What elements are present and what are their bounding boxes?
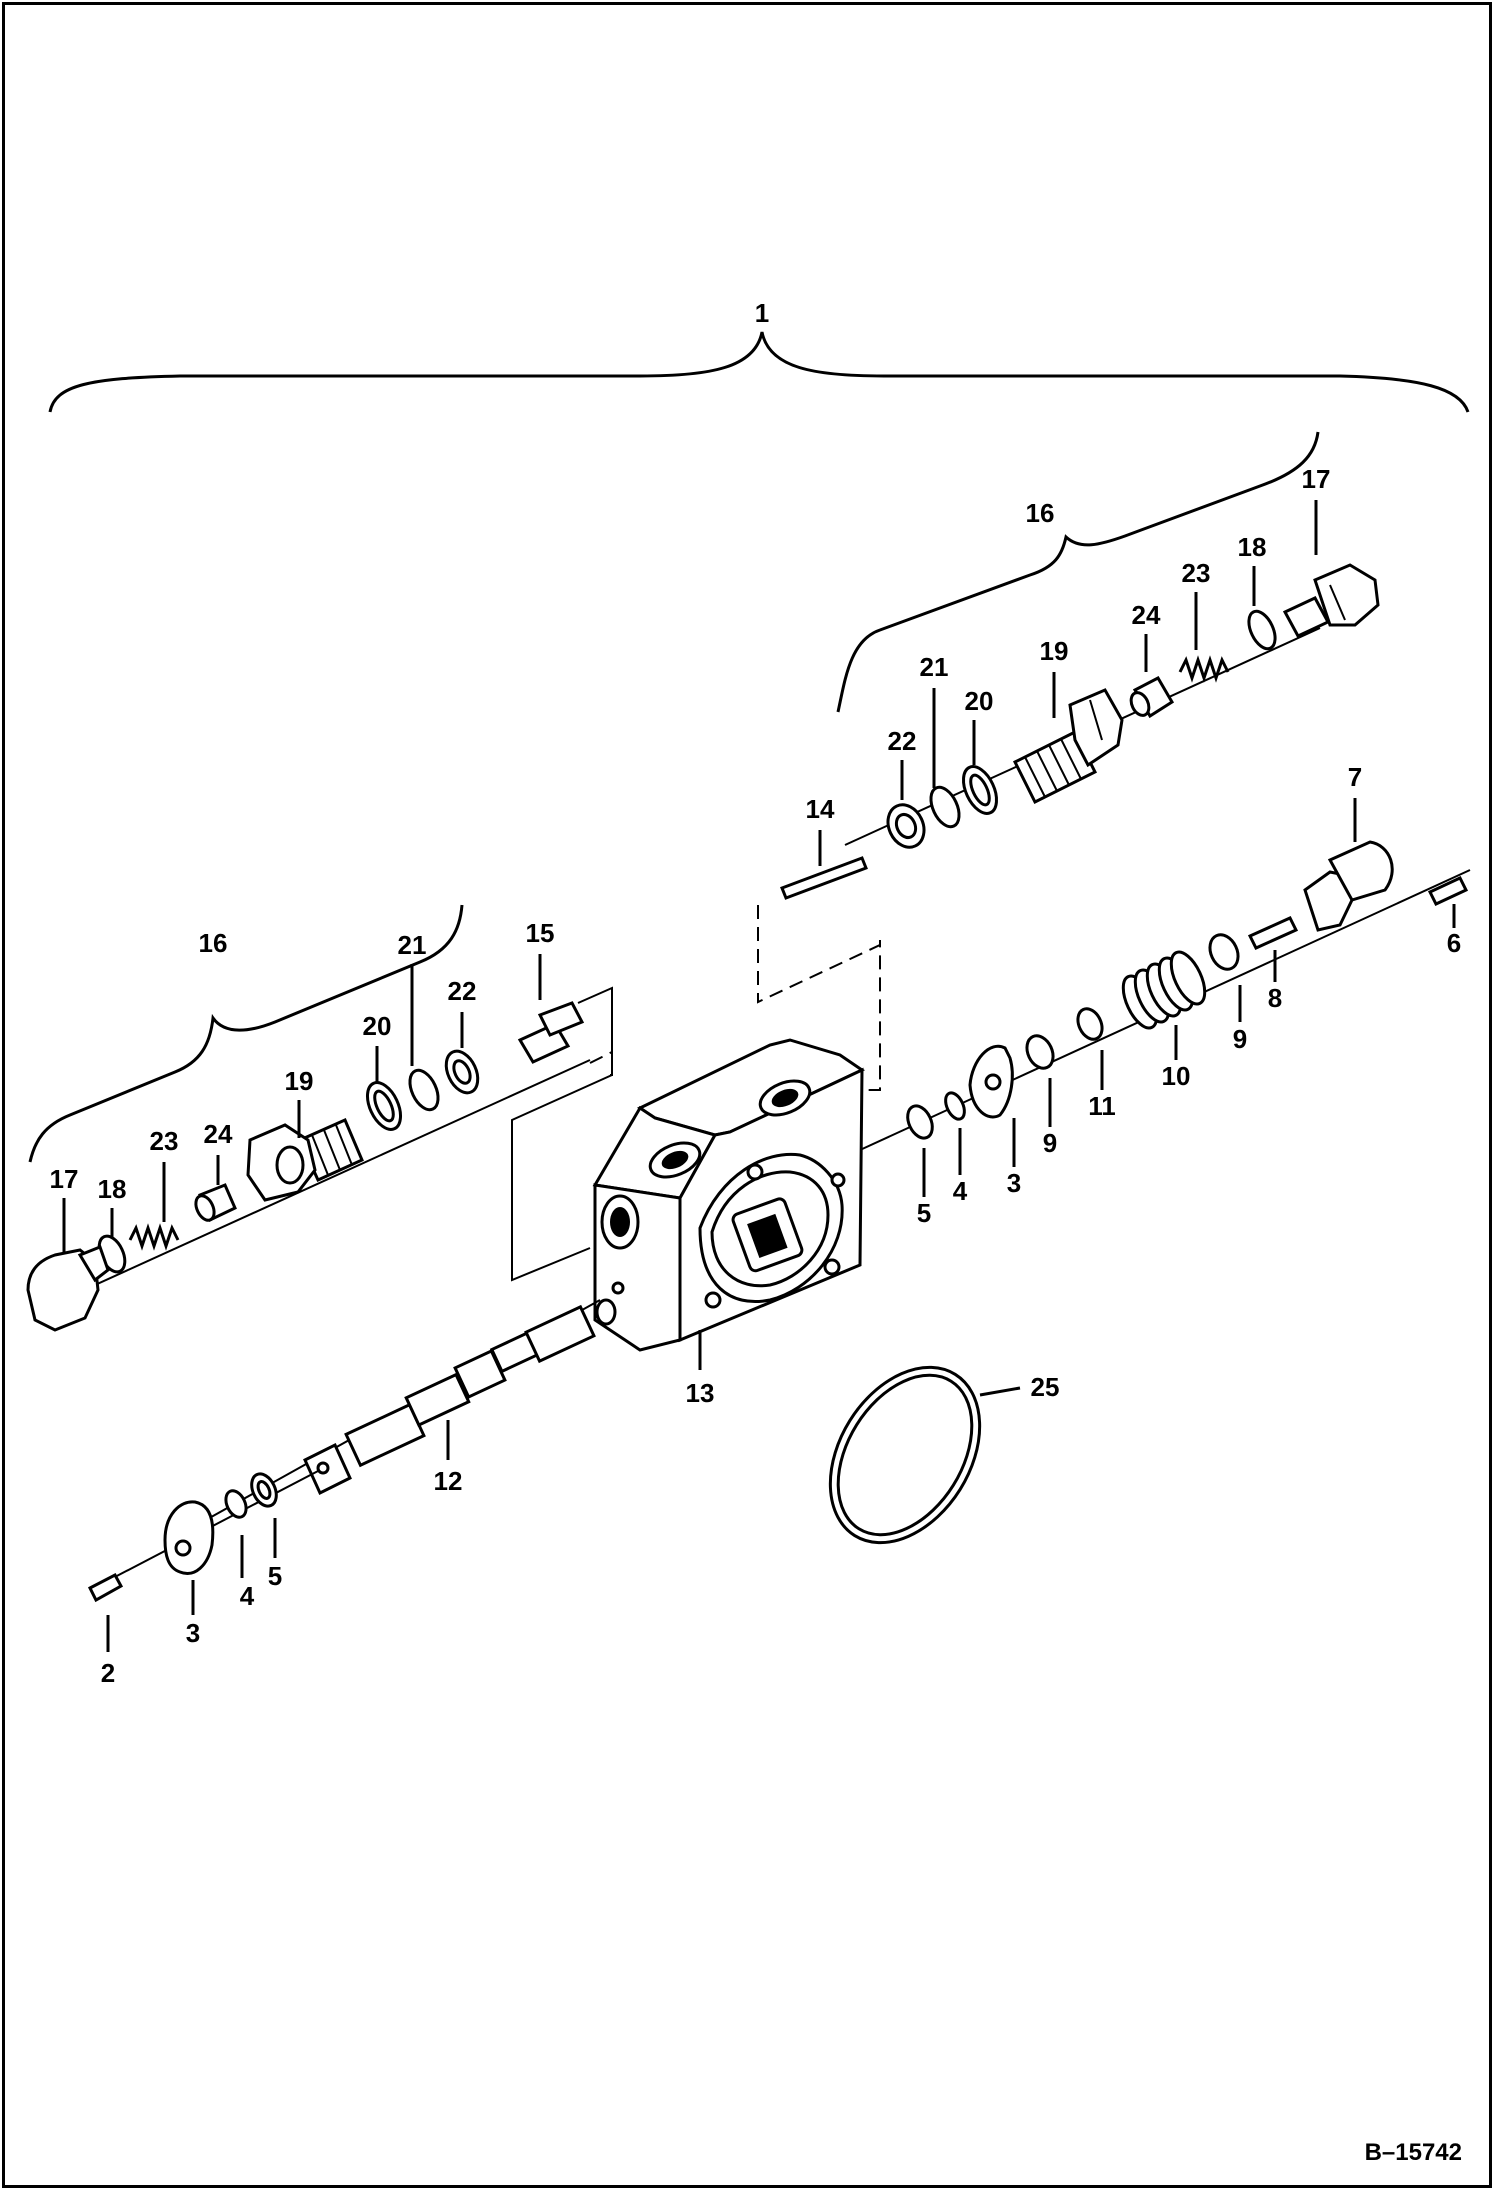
callout-23-top: 23 — [1182, 558, 1211, 588]
part-10-spring — [1121, 950, 1207, 1030]
right-spool-end-group — [859, 840, 1471, 1151]
callout-1: 1 — [755, 298, 769, 328]
callout-21-top: 21 — [920, 652, 949, 682]
callout-7: 7 — [1348, 762, 1362, 792]
part-18-oring-top — [1247, 609, 1277, 651]
callout-8: 8 — [1268, 983, 1282, 1013]
part-13-valve-block — [592, 1038, 866, 1352]
callout-18-top: 18 — [1238, 532, 1267, 562]
part-4-ring-low — [224, 1489, 248, 1519]
callout-22-top: 22 — [888, 726, 917, 756]
callout-16-left: 16 — [199, 928, 228, 958]
top-relief-valve-group — [844, 563, 1380, 849]
callout-4-low: 4 — [240, 1581, 255, 1611]
callout-3-mid: 3 — [1007, 1168, 1021, 1198]
part-15-plug — [517, 1001, 585, 1064]
callout-25: 25 — [1031, 1372, 1060, 1402]
part-2-screw — [87, 1572, 124, 1603]
part-9-collar-mid — [1025, 1034, 1055, 1070]
callout-17-top: 17 — [1302, 464, 1331, 494]
part-9-collar-right — [1208, 933, 1240, 971]
callout-4-mid: 4 — [953, 1176, 968, 1206]
part-6-screw — [1427, 876, 1469, 906]
callout-14: 14 — [806, 794, 835, 824]
part-19-valve-body-top — [1012, 688, 1124, 805]
callout-17-left: 17 — [50, 1164, 79, 1194]
callout-2: 2 — [101, 1658, 115, 1688]
part-19-valve-body-left — [246, 1118, 364, 1202]
callout-15: 15 — [526, 918, 555, 948]
part-4-ring-mid — [944, 1091, 966, 1121]
part-3-plate-mid — [968, 1044, 1014, 1119]
callout-24-top: 24 — [1132, 600, 1161, 630]
callout-9-mid: 9 — [1043, 1128, 1057, 1158]
figure-reference: B–15742 — [1365, 2139, 1462, 2166]
callout-5-mid: 5 — [917, 1198, 931, 1228]
part-17-plug-top — [1282, 563, 1380, 638]
brace-group-16-left — [28, 904, 464, 1163]
callout-20-top: 20 — [965, 686, 994, 716]
callout-20-left: 20 — [363, 1011, 392, 1041]
brace-group-16-top — [836, 431, 1320, 713]
callout-10: 10 — [1162, 1061, 1191, 1091]
callout-5-low: 5 — [268, 1561, 282, 1591]
part-23-spring-top — [1178, 655, 1230, 683]
callout-19-left: 19 — [285, 1066, 314, 1096]
part-14-pin — [780, 856, 868, 900]
callout-19-top: 19 — [1040, 636, 1069, 666]
part-7-cap — [1303, 840, 1394, 932]
callout-18-left: 18 — [98, 1174, 127, 1204]
callout-16-top: 16 — [1026, 498, 1055, 528]
callout-23-left: 23 — [150, 1126, 179, 1156]
part-24-poppet-top — [1129, 676, 1175, 719]
callout-24-left: 24 — [204, 1119, 233, 1149]
part-21-ring-top — [929, 785, 961, 829]
part-3-plate-low — [163, 1500, 215, 1575]
part-11-washer — [1076, 1007, 1104, 1041]
callout-12: 12 — [434, 1466, 463, 1496]
callout-13: 13 — [686, 1378, 715, 1408]
lower-left-end-parts — [87, 1469, 321, 1603]
callout-6: 6 — [1447, 928, 1461, 958]
callout-11: 11 — [1088, 1091, 1116, 1121]
callout-3-low: 3 — [186, 1618, 200, 1648]
brace-assembly-1 — [48, 331, 1470, 413]
part-5-ring-mid — [906, 1104, 934, 1140]
part-21-ring-left — [408, 1068, 440, 1112]
callout-21-left: 21 — [398, 930, 427, 960]
part-24-poppet-left — [194, 1183, 237, 1223]
part-17-plug-left — [26, 1245, 110, 1332]
left-relief-valve-group — [26, 1001, 591, 1332]
callout-9-right: 9 — [1233, 1024, 1247, 1054]
callout-22-left: 22 — [448, 976, 477, 1006]
part-8-bolt — [1247, 916, 1299, 950]
part-23-spring-left — [128, 1223, 180, 1251]
